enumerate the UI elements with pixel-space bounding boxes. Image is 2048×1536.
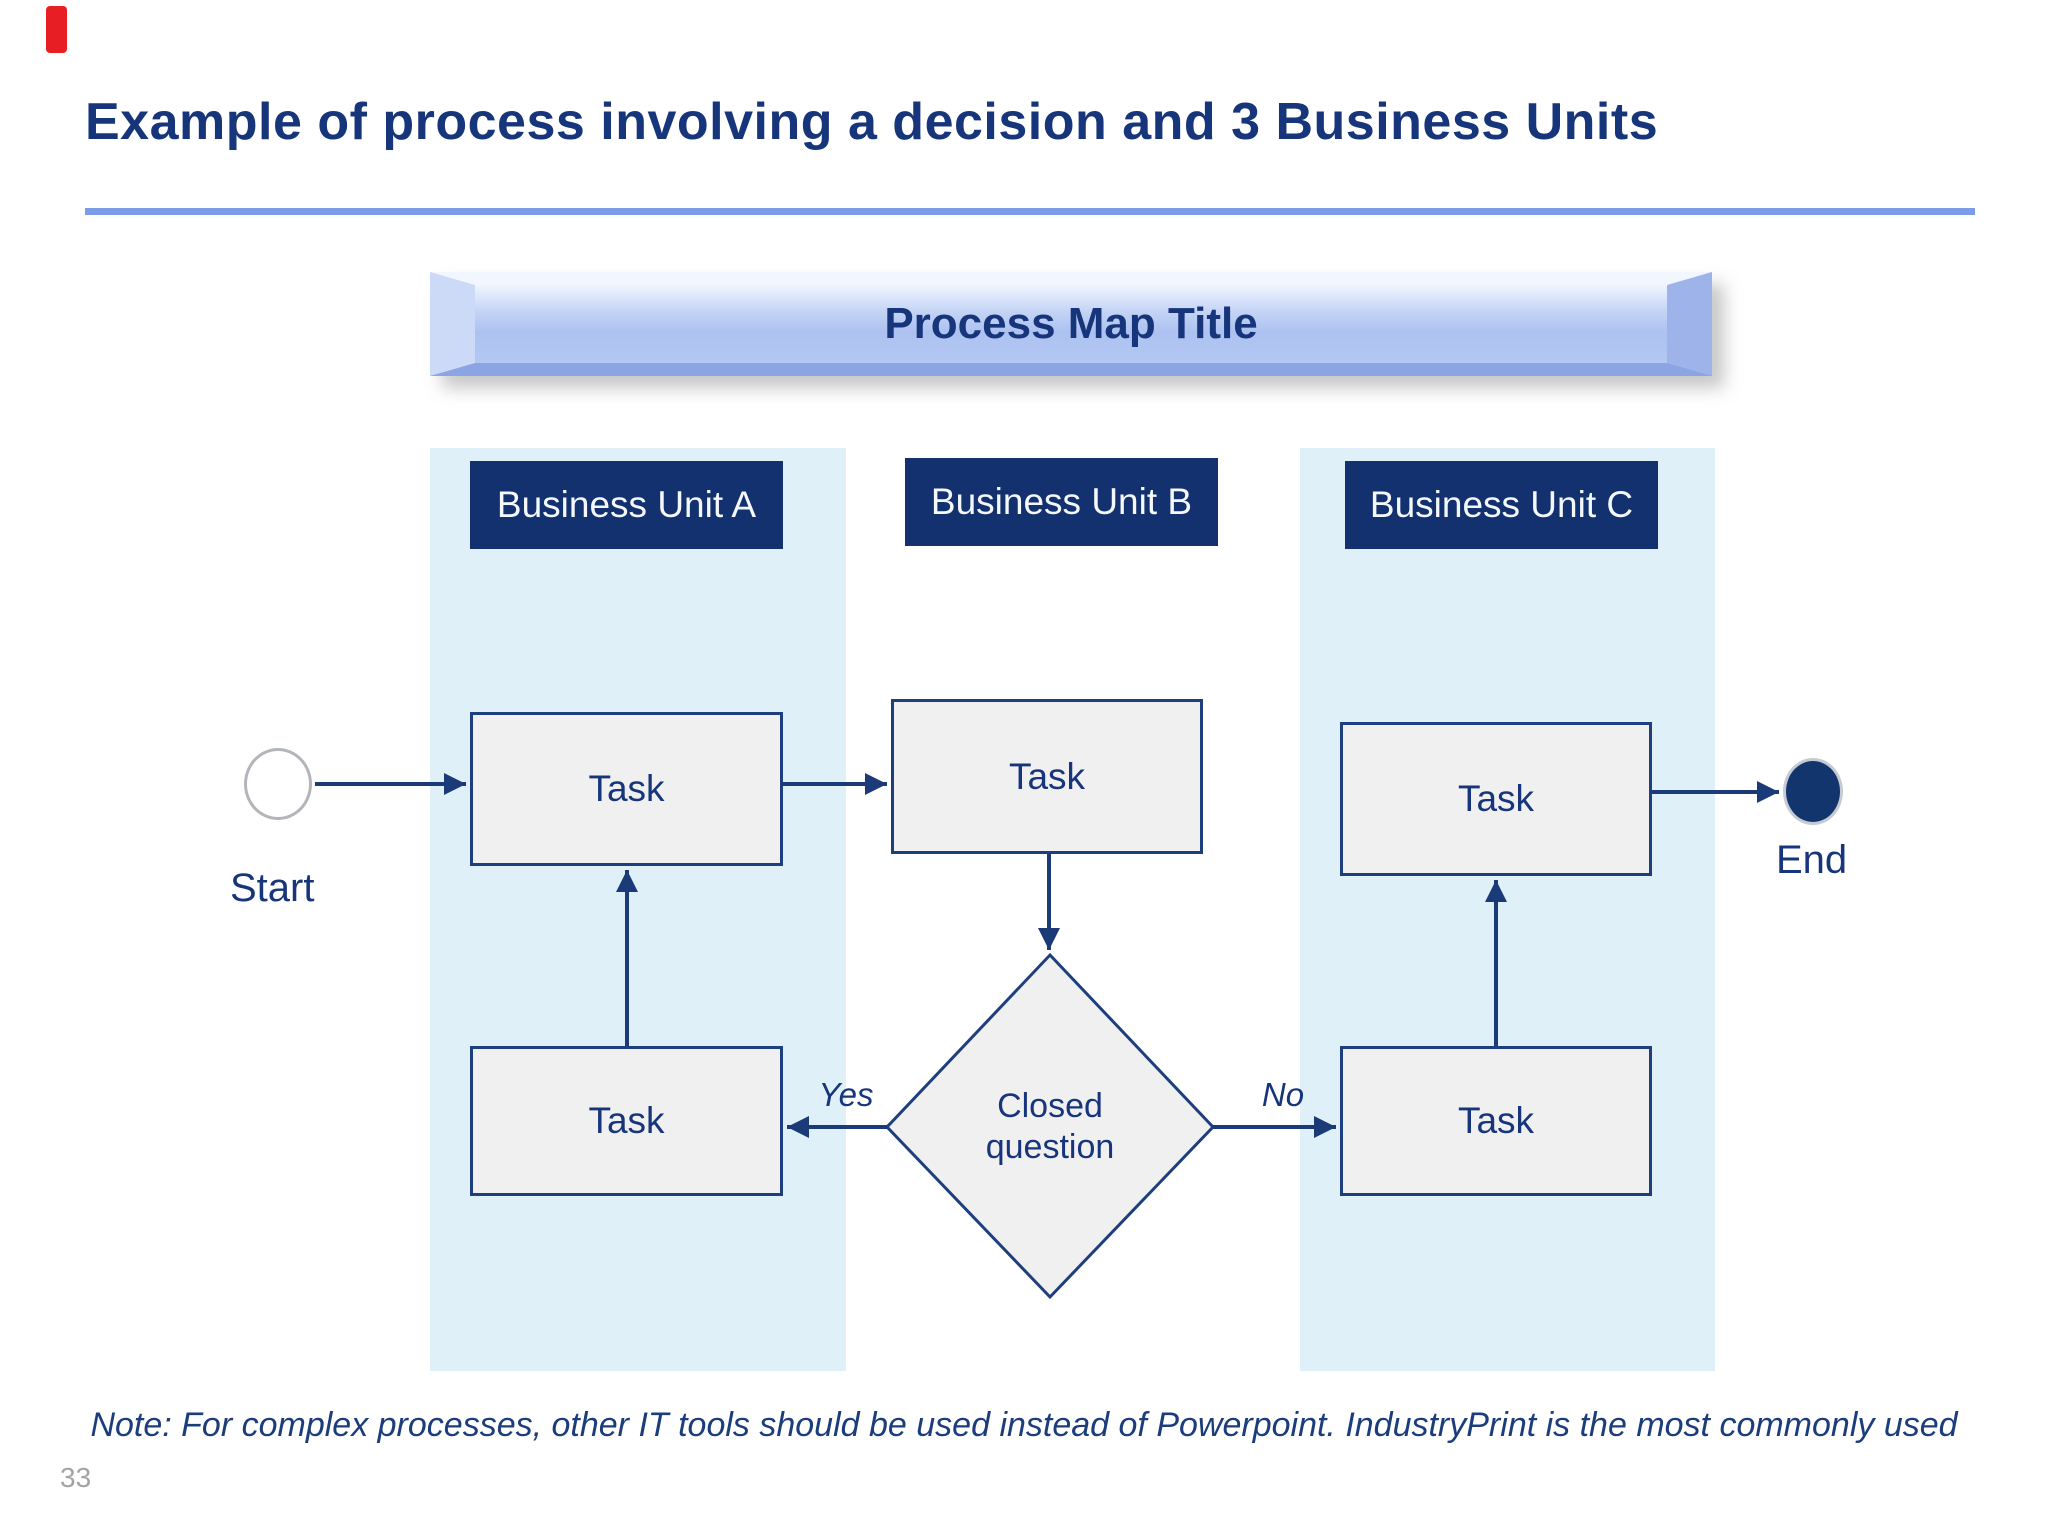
lane-header-a: Business Unit A	[470, 461, 783, 549]
end-label: End	[1776, 838, 1848, 882]
task-c2-label: Task	[1457, 1100, 1535, 1141]
lane-header-b-label: Business Unit B	[930, 481, 1193, 522]
start-terminator	[244, 748, 312, 820]
lane-header-b: Business Unit B	[905, 458, 1218, 546]
task-box-a1: Task	[470, 712, 783, 866]
page-title: Example of process involving a decision …	[85, 93, 1659, 151]
end-terminator	[1783, 758, 1843, 825]
lane-header-c: Business Unit C	[1345, 461, 1658, 549]
lane-c-background	[1300, 448, 1715, 1371]
task-box-c2: Task	[1340, 1046, 1652, 1196]
lane-header-c-label: Business Unit C	[1369, 484, 1634, 525]
process-map-banner: Process Map Title	[430, 272, 1712, 376]
task-box-b1: Task	[891, 699, 1203, 854]
process-map-banner-title: Process Map Title	[884, 299, 1258, 348]
recording-indicator	[46, 6, 67, 53]
task-box-c1: Task	[1340, 722, 1652, 876]
lane-a-background	[430, 448, 846, 1371]
start-label: Start	[230, 866, 315, 910]
no-branch-label: No	[1261, 1076, 1305, 1113]
footer-note: Note: For complex processes, other IT to…	[90, 1406, 1958, 1444]
page-number: 33	[60, 1462, 92, 1493]
task-b1-label: Task	[1008, 755, 1086, 797]
task-box-a2: Task	[470, 1046, 783, 1196]
title-divider	[85, 208, 1975, 215]
yes-branch-label: Yes	[818, 1076, 874, 1113]
decision-label: Closed question	[985, 1087, 1115, 1166]
task-a1-label: Task	[588, 768, 665, 809]
lane-header-a-label: Business Unit A	[496, 484, 757, 525]
task-a2-label: Task	[588, 1100, 665, 1141]
task-c1-label: Task	[1457, 778, 1535, 819]
